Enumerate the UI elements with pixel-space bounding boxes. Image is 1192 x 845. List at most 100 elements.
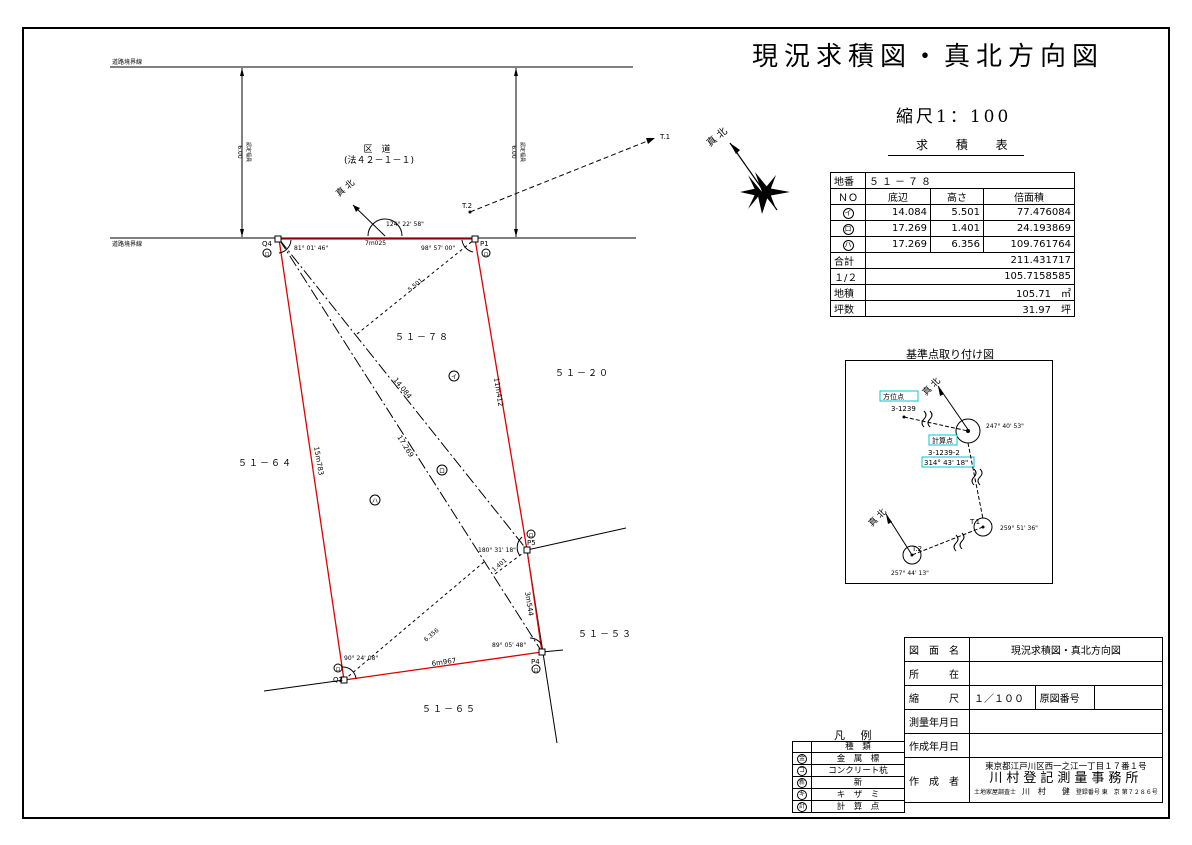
legend-title: 凡 例 [834,729,878,742]
area-label: 地積 [830,284,866,301]
dim-17269: 17.269 [395,434,415,459]
corner-q4-marker [274,235,282,243]
legend-label: 新 [811,776,905,789]
table-row: 縮 尺 １／１００ 原図番号 [904,685,1163,710]
scale-value: １／１００ [969,685,1036,710]
row-height: 5.501 [930,204,984,221]
calc-angle: 314° 43' 18" [924,459,968,467]
legend-mark: 計 [792,800,812,813]
legend-header-row: 種 類 [792,741,905,753]
angle-arc-q3 [341,666,357,680]
triangle-ha-mark: ハ [369,494,381,506]
author-label: 作 成 者 [904,757,970,803]
title-block-table: 図 面 名 現況求積図・真北方向図 所 在 縮 尺 １／１００ 原図番号 測量年… [904,637,1163,803]
t2-t1-line [469,137,656,213]
author-address: 東京都江戸川区西一之江一丁目１７番１号 [985,761,1147,772]
calc-label-box [928,434,958,446]
row-double-area: 24.193869 [983,220,1075,237]
area-calc-table: 地番 ５１－７８ ＮＯ 底辺 高さ 倍面積 イ 14.084 5.501 77.… [830,172,1075,317]
legend-label: 計 算 点 [811,800,905,813]
edge-left: 15m783 [312,446,325,476]
row-base: 17.269 [865,220,931,237]
edge-right-bottom: 3m544 [523,591,535,617]
angle-p5: 180° 31' 18" [478,547,516,554]
corner-p1-marker [471,235,479,243]
road-width-right-label: 6.00 [510,145,517,159]
ref-diagram-box: 真 北 方位点 3-1239 247° 40' 53" 計算点 3-1239-2… [845,360,1053,584]
row-double-area: 109.761764 [983,236,1075,253]
dim-5501: 5.501 [407,277,425,294]
pile-mark-q3: ロ [333,663,343,673]
p4-label: P4 [531,658,540,666]
calc-id: 3-1239-2 [928,449,960,457]
height-6356 [343,561,485,681]
azimuth-point [902,415,906,419]
pile-mark-p4: ロ [531,664,541,674]
calc-angle-label: 247° 40' 53" [986,423,1024,430]
row-base: 14.084 [865,204,931,221]
corner-q3-marker [340,676,348,684]
edge-bottom: 6m967 [431,657,457,668]
row-base: 17.269 [865,236,931,253]
drawing-title: 現況求積図・真北方向図 [752,42,1105,72]
row-no: ハ [830,236,866,253]
angle-arc-p5 [516,536,523,557]
angle-arc-top [367,218,403,237]
legend-row: 新 新 [792,776,905,789]
survey-date-value [969,709,1163,734]
corner-p5-marker [523,546,531,554]
diagonal-17269 [278,238,543,653]
lot-right-bottom: ５１－５３ [578,630,633,640]
row-double-area: 77.476084 [983,204,1075,221]
legend-mark: コ [792,764,812,777]
t2-angle: 257° 44' 13" [891,570,929,577]
tsubo-value: 31.97 坪 [865,300,1075,317]
legend-row: キ キ ザ ミ [792,788,905,801]
table-row: 作成年月日 [904,733,1163,758]
reg-no: 第７２８６号 [1121,789,1158,797]
angle-q4: 81° 01' 46" [294,245,328,252]
lot-bottom: ５１－６５ [422,705,477,715]
area-value: 105.71 ㎡ [865,284,1075,301]
ref-diagram-title: 基準点取り付け図 [906,348,994,361]
ref-calc-t1-line [967,442,984,520]
pile-mark-q4: ロ [262,248,272,258]
angle-top-label: 124° 22' 58" [386,221,424,228]
legend-mark: 新 [792,776,812,789]
original-no-value [1094,685,1163,710]
azimuth-label-box [879,390,919,402]
table-row: 測量年月日 [904,709,1163,734]
header-base: 底辺 [865,188,931,205]
svg-text:ロ: ロ [335,667,340,673]
road-width-left-label: 6.00 [236,145,243,159]
ref-north2-label: 真 北 [866,506,889,529]
parcel-label: 地番 [830,172,866,189]
table-row: イ 14.084 5.501 77.476084 [830,204,1075,221]
reg-pref: 東 京 [1101,789,1120,797]
half-label: １/２ [830,268,866,285]
t2-point [910,553,914,557]
ref-t2-label: T.2 [911,545,922,553]
row-height: 1.401 [930,220,984,237]
drawing-frame [22,27,1170,819]
table-row: 合計 211.431717 [830,252,1075,269]
corner-p4-marker [538,648,546,656]
location-label: 所 在 [904,661,970,686]
t2-point [468,210,472,214]
angle-arc-q4 [278,239,292,254]
svg-text:ロ: ロ [264,252,269,258]
svg-text:ハ: ハ [372,498,378,505]
header-no: ＮＯ [830,188,866,205]
p5-label: P5 [527,539,536,547]
row-no: ロ [830,220,866,237]
table-row: 図 面 名 現況求積図・真北方向図 [904,637,1163,662]
azimuth-label: 方位点 [883,392,904,401]
edge-right-top: 11m412 [492,377,504,407]
total-label: 合計 [830,252,866,269]
true-north-small-label: 真 北 [333,177,357,200]
road-boundary-top-label: 道路境界線 [112,58,142,66]
drawing-name-label: 図 面 名 [904,637,970,662]
calc-table-caption: 求 積 表 [888,136,1024,156]
ref-diagram: 真 北 方位点 3-1239 247° 40' 53" 計算点 3-1239-2… [866,375,1039,577]
